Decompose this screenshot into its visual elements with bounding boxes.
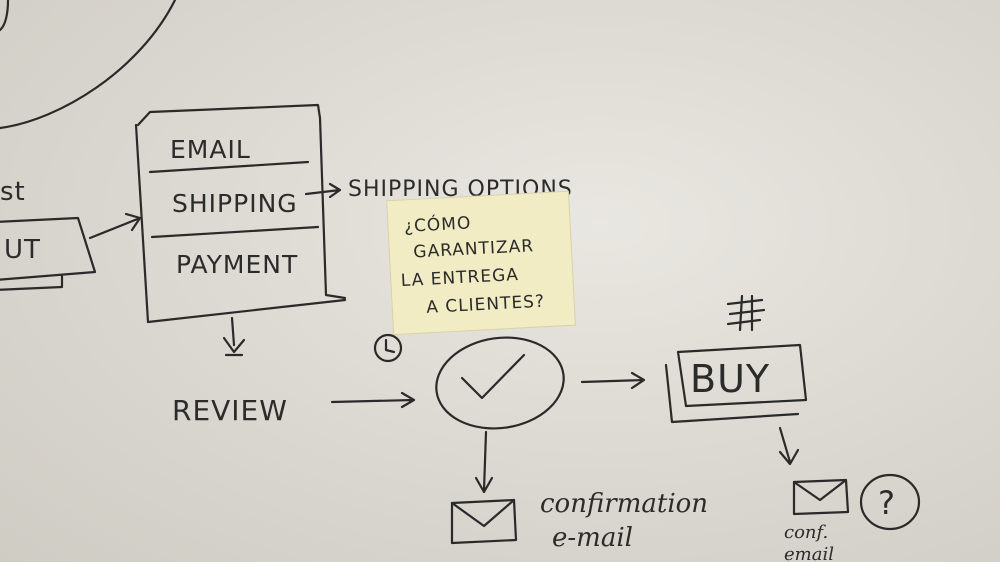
sticky-line-1: ¿CÓMO: [403, 211, 471, 236]
left-fragment-2: UT: [4, 235, 41, 265]
arrow-to-review: [222, 316, 246, 357]
arrow-review-to-check: [330, 391, 416, 409]
top-arc: [0, 0, 177, 130]
left-card: st UT: [0, 177, 97, 291]
sticky-note: ¿CÓMO GARANTIZAR LA ENTREGA A CLIENTES?: [386, 190, 576, 336]
envelope-icon-2: [792, 478, 850, 516]
buy-button-sketch: BUY: [664, 343, 808, 424]
conf-short-label-1: conf.: [784, 522, 828, 543]
envelope-icon: [450, 498, 518, 545]
form-row-email: EMAIL: [170, 135, 251, 164]
form-row-shipping: SHIPPING: [172, 189, 298, 218]
small-arc: [0, 0, 10, 32]
confirmation-label-1: confirmation: [540, 489, 708, 519]
checkout-form-sketch: EMAIL SHIPPING PAYMENT: [134, 103, 347, 324]
review-label: REVIEW: [172, 394, 288, 427]
arrow-to-shipping-options: [304, 182, 342, 199]
arrow-buy-to-email: [778, 426, 800, 466]
confirmation-label-2: e-mail: [552, 523, 633, 553]
check-circle-icon: [435, 336, 565, 430]
clock-icon: [373, 333, 403, 363]
arrow-check-to-email: [474, 430, 494, 494]
arrow-to-form: [88, 212, 142, 240]
question-mark: ?: [878, 484, 896, 522]
conf-short-label-2: email: [784, 544, 834, 562]
arrow-check-to-buy: [580, 371, 646, 390]
left-fragment-1: st: [0, 177, 26, 207]
form-row-payment: PAYMENT: [176, 250, 298, 279]
scribbled-text: [726, 294, 766, 332]
question-circle-icon: ?: [859, 473, 921, 531]
buy-label: BUY: [690, 357, 770, 401]
